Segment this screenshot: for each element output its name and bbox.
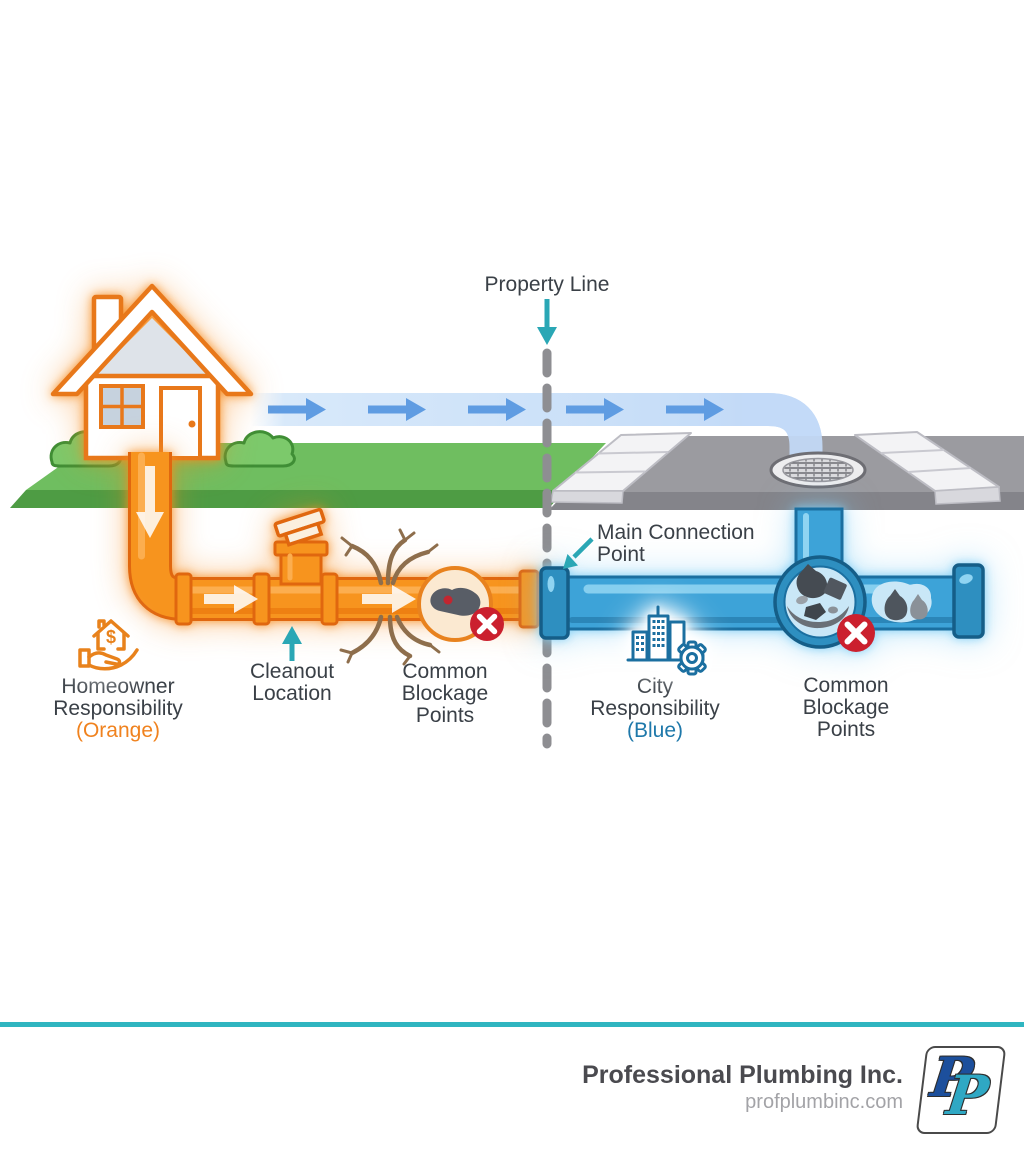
property-line-text: Property Line — [484, 273, 610, 296]
flow-arc — [742, 393, 823, 466]
red-x-badge-right — [837, 614, 875, 652]
right-curb — [854, 431, 1001, 505]
pointers — [282, 299, 594, 661]
property-line-label: Property Line — [457, 274, 637, 296]
main-connection-label: Main Connection Point — [597, 521, 755, 566]
main-connection-pointer-icon — [563, 537, 594, 569]
left-curb — [550, 432, 692, 504]
shoe-clog — [430, 587, 481, 616]
blockage-clog-left — [417, 566, 504, 642]
pipe-couplings — [174, 569, 540, 629]
blue-right-arrows — [268, 398, 724, 421]
footer-divider — [0, 1022, 1024, 1027]
street — [549, 393, 1024, 510]
city-label: City Responsibility (Blue) — [590, 675, 720, 742]
flow-direction-arrows — [136, 466, 416, 613]
orange-sewer-pipe — [128, 452, 545, 629]
house-window — [99, 384, 145, 429]
logo-letter-p-teal: P — [943, 1063, 992, 1127]
gear-icon — [677, 640, 707, 676]
red-x-badge-left — [470, 607, 504, 641]
house — [50, 283, 254, 461]
cleanout-pointer-icon — [282, 626, 302, 661]
building-windows — [636, 620, 665, 651]
company-name: Professional Plumbing Inc. — [582, 1061, 903, 1089]
cleanout-label: Cleanout Location — [249, 660, 335, 705]
footer-text-block: Professional Plumbing Inc. profplumbinc.… — [582, 1060, 903, 1114]
house-door — [159, 386, 202, 460]
storm-drain-grate — [769, 451, 867, 489]
company-logo: P P — [915, 1045, 1007, 1134]
property-line-pointer-icon — [537, 299, 557, 345]
main-connection-coupling — [539, 566, 570, 640]
end-coupling — [952, 563, 985, 639]
blue-city-main — [539, 507, 985, 652]
tree-roots — [339, 528, 441, 666]
city-icon — [626, 605, 707, 676]
blockage-left-label: Common Blockage Points — [401, 660, 489, 727]
blockage-debris-right — [871, 581, 932, 623]
cleanout-fitting — [273, 507, 329, 586]
dollar-sign: $ — [106, 627, 116, 647]
cleanout-cap — [273, 507, 326, 547]
company-website[interactable]: profplumbinc.com — [745, 1091, 903, 1113]
homeowner-icon: $ — [78, 619, 139, 671]
blockage-right-label: Common Blockage Points — [802, 674, 890, 741]
homeowner-label: Homeowner Responsibility (Orange) — [53, 675, 183, 742]
